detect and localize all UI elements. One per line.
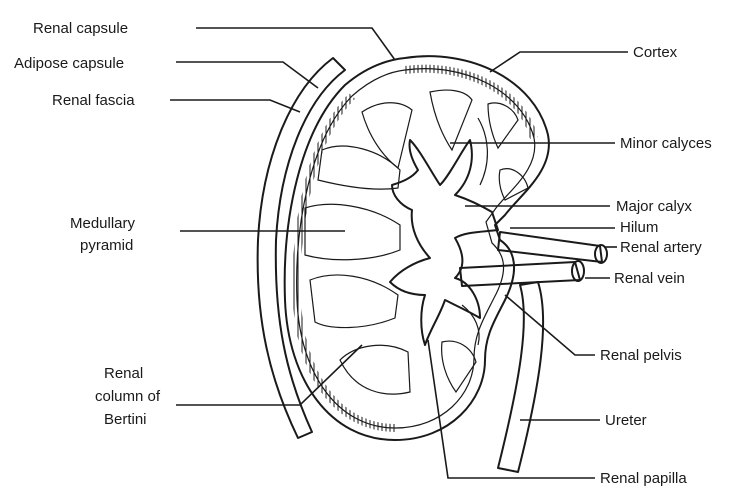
- pyramid-mid-left: [305, 204, 400, 259]
- label-ureter: Ureter: [605, 412, 647, 429]
- label-renal-column-2: column of: [95, 388, 161, 405]
- pyramid-top-left: [362, 103, 412, 168]
- label-renal-column-1: Renal: [104, 365, 143, 382]
- label-renal-pelvis: Renal pelvis: [600, 347, 682, 364]
- renal-vein-vessel: [460, 262, 580, 286]
- label-renal-papilla: Renal papilla: [600, 470, 687, 487]
- pyramid-top-center: [430, 90, 472, 150]
- label-medullary-pyramid-1: Medullary: [70, 215, 136, 232]
- label-minor-calyces: Minor calyces: [620, 135, 712, 152]
- leader-renal-pelvis: [505, 295, 595, 355]
- ureter-tube: [498, 282, 543, 472]
- renal-vessels: [460, 232, 607, 286]
- pyramid-lower-left: [310, 275, 398, 328]
- label-renal-capsule: Renal capsule: [33, 20, 128, 37]
- pyramid-bottom-left: [340, 345, 410, 394]
- leader-renal-capsule: [196, 28, 395, 60]
- label-renal-fascia: Renal fascia: [52, 92, 135, 109]
- leader-cortex: [490, 52, 628, 72]
- pyramid-mid-left-upper: [318, 146, 400, 189]
- label-renal-artery: Renal artery: [620, 239, 702, 256]
- label-major-calyx: Major calyx: [616, 198, 692, 215]
- label-hilum: Hilum: [620, 219, 658, 236]
- label-adipose-capsule: Adipose capsule: [14, 55, 124, 72]
- leader-adipose-capsule: [176, 62, 318, 88]
- label-renal-column-3: Bertini: [104, 411, 147, 428]
- pyramid-top-right: [488, 103, 518, 148]
- pyramid-bottom-right: [442, 341, 476, 392]
- leader-lines: [170, 28, 628, 478]
- calyx-system: [390, 118, 498, 345]
- label-medullary-pyramid-2: pyramid: [80, 237, 133, 254]
- label-cortex: Cortex: [633, 44, 678, 61]
- label-renal-vein: Renal vein: [614, 270, 685, 287]
- leader-renal-fascia: [170, 100, 300, 112]
- medullary-pyramids: [305, 90, 528, 394]
